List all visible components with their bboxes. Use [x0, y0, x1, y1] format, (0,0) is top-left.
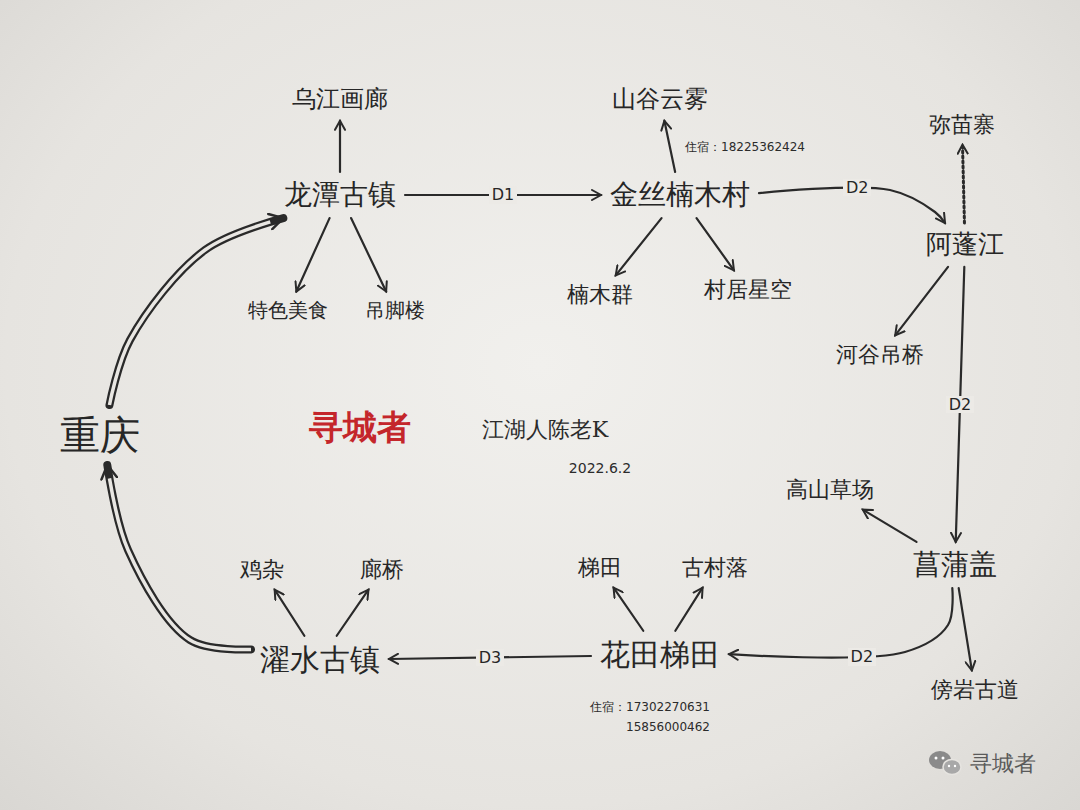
- place-name: 花田梯田: [600, 638, 720, 673]
- place-name: 乌江画廊: [292, 86, 388, 114]
- note-text: 2022.6.2: [569, 460, 631, 476]
- route-arrow: [616, 218, 662, 275]
- brand-title: 寻城者: [309, 408, 411, 447]
- route-arrow: [337, 590, 369, 636]
- route-arrow: [675, 588, 702, 631]
- route-arrow: [664, 121, 675, 172]
- place-name: 古村落: [682, 555, 748, 580]
- place-name: 廊桥: [360, 557, 404, 582]
- place-node: 村居星空: [700, 275, 796, 304]
- route-arrow: [962, 145, 964, 223]
- place-node: 阿蓬江: [922, 228, 1008, 262]
- place-node: 重庆: [56, 410, 144, 460]
- route-arrow: [614, 588, 644, 631]
- day-label: D2: [946, 396, 975, 414]
- place-node: 梯田: [574, 553, 626, 582]
- route-arrow: [895, 267, 948, 335]
- route-arrow: [275, 590, 305, 636]
- wechat-icon: [929, 751, 961, 775]
- place-node: 楠木群: [563, 280, 637, 309]
- place-node: 特色美食: [244, 297, 332, 324]
- place-node: 河谷吊桥: [832, 340, 928, 369]
- route-arrow: [351, 218, 386, 291]
- note-text: 住宿：17302270631: [590, 701, 710, 715]
- place-node: 鸡杂: [236, 555, 288, 584]
- note-text: 江湖人陈老K: [482, 417, 608, 442]
- place-name: 吊脚楼: [365, 299, 425, 322]
- place-node: 吊脚楼: [361, 297, 429, 324]
- place-name: 高山草场: [786, 477, 874, 502]
- place-name: 濯水古镇: [260, 643, 380, 678]
- place-name: 楠木群: [567, 282, 633, 307]
- place-node: 花田梯田: [596, 636, 724, 675]
- place-node: 傍岩古道: [927, 675, 1023, 704]
- place-name: 河谷吊桥: [836, 342, 924, 367]
- double-line-core: [107, 465, 251, 650]
- place-node: 高山草场: [782, 475, 878, 504]
- place-name: 阿蓬江: [926, 230, 1004, 260]
- place-node: 龙潭古镇: [280, 177, 400, 213]
- place-node: 山谷云雾: [608, 84, 712, 116]
- note-text: 15856000462: [626, 721, 710, 735]
- day-label: D2: [843, 179, 872, 197]
- place-name: 重庆: [60, 412, 140, 458]
- place-name: 村居星空: [704, 277, 792, 302]
- route-arrow: [959, 588, 972, 670]
- place-node: 金丝楠木村: [606, 177, 754, 213]
- note-text: 住宿：18225362424: [685, 141, 805, 155]
- place-name: 金丝楠木村: [610, 179, 750, 211]
- place-node: 菖蒲盖: [909, 547, 1001, 583]
- day-label: D3: [476, 649, 505, 667]
- place-node: 廊桥: [356, 555, 408, 584]
- route-arrow: [339, 121, 341, 172]
- route-arrow: [863, 510, 917, 542]
- place-name: 特色美食: [248, 299, 328, 322]
- place-name: 梯田: [578, 555, 622, 580]
- route-arrow: [697, 218, 734, 270]
- place-name: 弥苗寨: [929, 112, 995, 137]
- day-label: D2: [848, 648, 877, 666]
- place-name: 傍岩古道: [931, 677, 1019, 702]
- place-name: 山谷云雾: [612, 86, 708, 114]
- place-node: 乌江画廊: [288, 84, 392, 116]
- place-name: 鸡杂: [240, 557, 284, 582]
- watermark: 寻城者: [970, 751, 1036, 776]
- place-node: 弥苗寨: [925, 110, 999, 139]
- route-arrow: [107, 465, 251, 650]
- route-arrow: [729, 588, 953, 657]
- place-name: 菖蒲盖: [913, 549, 997, 581]
- place-name: 龙潭古镇: [284, 179, 396, 211]
- route-arrow: [296, 218, 329, 291]
- place-node: 濯水古镇: [256, 641, 384, 680]
- day-label: D1: [489, 186, 518, 204]
- place-node: 古村落: [678, 553, 752, 582]
